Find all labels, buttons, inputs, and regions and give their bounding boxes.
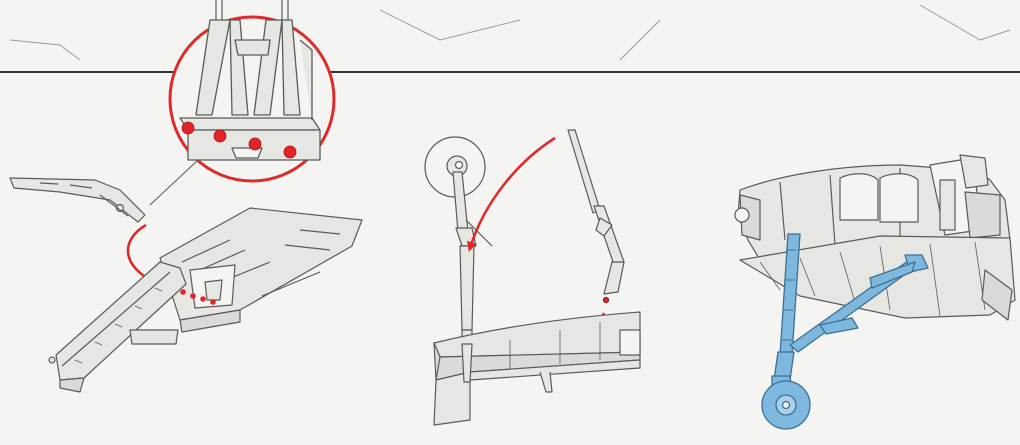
wheel-leg: [452, 171, 493, 347]
fuselage-cutaway: [734, 154, 1016, 321]
previous-step-fragment: [9, 4, 1011, 61]
locating-hole-markers: [181, 121, 297, 159]
tail-wheel: [424, 136, 486, 198]
middle-wing-section: [433, 311, 641, 426]
middle-step-panel: [424, 129, 641, 426]
wheel-leg-installed: [461, 343, 473, 383]
wing-panel: [48, 207, 363, 393]
right-step-panel: [734, 154, 1016, 430]
main-wheel: [761, 380, 811, 430]
retraction-strut: [567, 129, 625, 304]
left-step-panel: [9, 0, 363, 393]
gear-leg-part: [9, 177, 146, 223]
wheel-leg-arrow: [467, 136, 556, 252]
callout-strut-top: [215, 0, 289, 20]
callout-leader: [149, 159, 199, 206]
detail-callout: [168, 15, 336, 183]
retraction-strut-highlighted: [789, 254, 929, 353]
